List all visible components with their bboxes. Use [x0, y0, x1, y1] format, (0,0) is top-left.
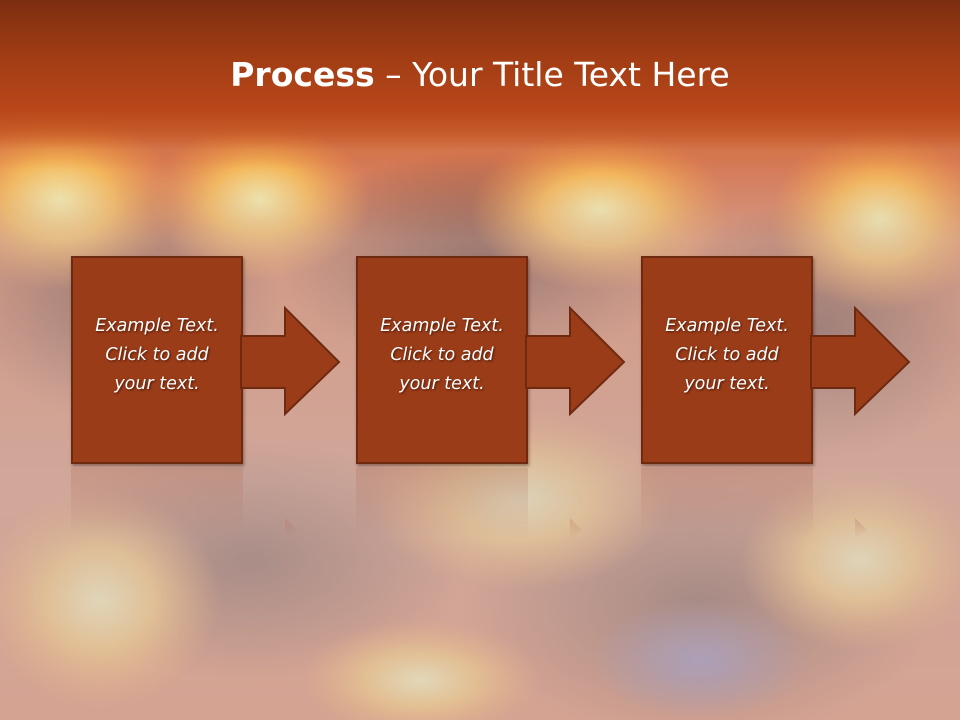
- arrow-right-icon: [810, 305, 911, 417]
- arrow-right-icon: [240, 305, 341, 417]
- step-box[interactable]: [71, 256, 243, 464]
- step-text[interactable]: Example Text. Click to add your text.: [665, 316, 789, 394]
- step-text[interactable]: Example Text. Click to add your text.: [95, 316, 219, 394]
- step-reflection: [71, 468, 297, 538]
- slide-title-rest: – Your Title Text Here: [374, 55, 730, 94]
- title-band: [0, 0, 960, 170]
- step-reflection: [641, 468, 867, 538]
- slide-title-bold: Process: [230, 55, 375, 94]
- slide-title[interactable]: Process – Your Title Text Here: [0, 52, 960, 98]
- arrow-right-icon: [525, 305, 626, 417]
- step-text[interactable]: Example Text. Click to add your text.: [380, 316, 504, 394]
- step-reflection: [356, 468, 582, 538]
